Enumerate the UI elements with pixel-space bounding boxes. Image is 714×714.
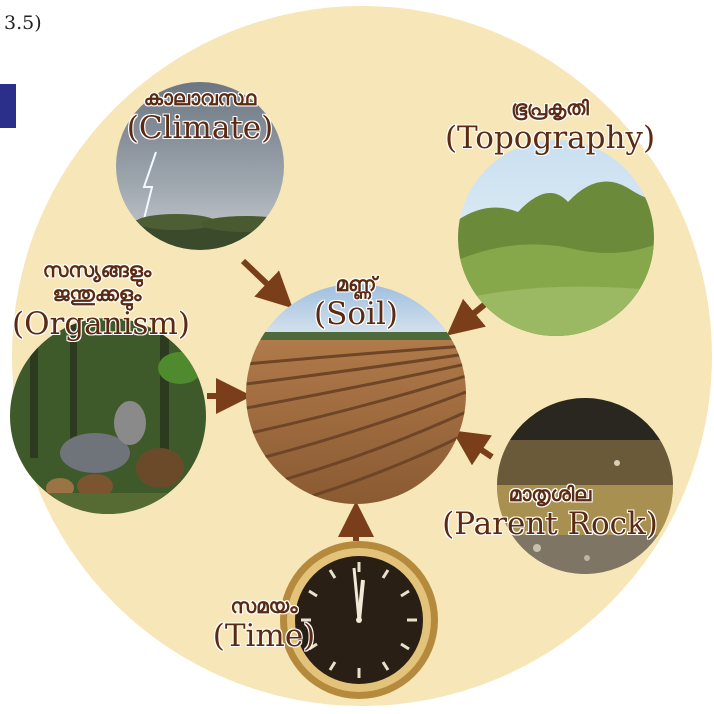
topography-photo — [458, 140, 654, 336]
soil-label: മണ്ണ് (Soil) — [286, 272, 426, 332]
soil-label-en: (Soil) — [314, 296, 398, 332]
soil-label-ml: മണ്ണ് — [335, 272, 377, 296]
climate-label: കാലാവസ്ഥ (Climate) — [116, 86, 284, 146]
parent-rock-label: മാതൃശില (Parent Rock) — [440, 482, 660, 542]
climate-photo — [116, 82, 284, 250]
time-label-ml: സമയം — [230, 594, 298, 618]
topography-label-ml: ഭൂപ്രകൃതി — [511, 96, 589, 120]
parent-rock-photo — [497, 398, 673, 574]
topography-label: ഭൂപ്രകൃതി (Topography) — [444, 96, 656, 156]
climate-label-ml: കാലാവസ്ഥ — [143, 86, 257, 110]
parent-rock-label-en: (Parent Rock) — [442, 506, 658, 542]
organism-photo — [10, 318, 206, 514]
arrow-climate-to-soil — [240, 258, 293, 309]
organism-label-ml-1: സസ്യങ്ങളും — [42, 258, 152, 282]
topography-label-en: (Topography) — [444, 120, 656, 156]
organism-label: സസ്യങ്ങളും ജന്തുക്കളും (Organism) — [12, 258, 190, 342]
time-label: സമയം (Time) — [208, 594, 320, 654]
climate-label-en: (Climate) — [126, 110, 274, 146]
organism-label-ml-2: ജന്തുക്കളും — [52, 282, 142, 306]
figure-number: 3.5) — [4, 12, 42, 34]
arrow-parent-rock-to-soil — [452, 430, 494, 466]
organism-label-en: (Organism) — [12, 306, 190, 342]
time-label-en: (Time) — [212, 618, 316, 654]
parent-rock-label-ml: മാതൃശില — [508, 482, 592, 506]
section-marker — [0, 84, 16, 128]
clock-icon — [279, 540, 439, 700]
